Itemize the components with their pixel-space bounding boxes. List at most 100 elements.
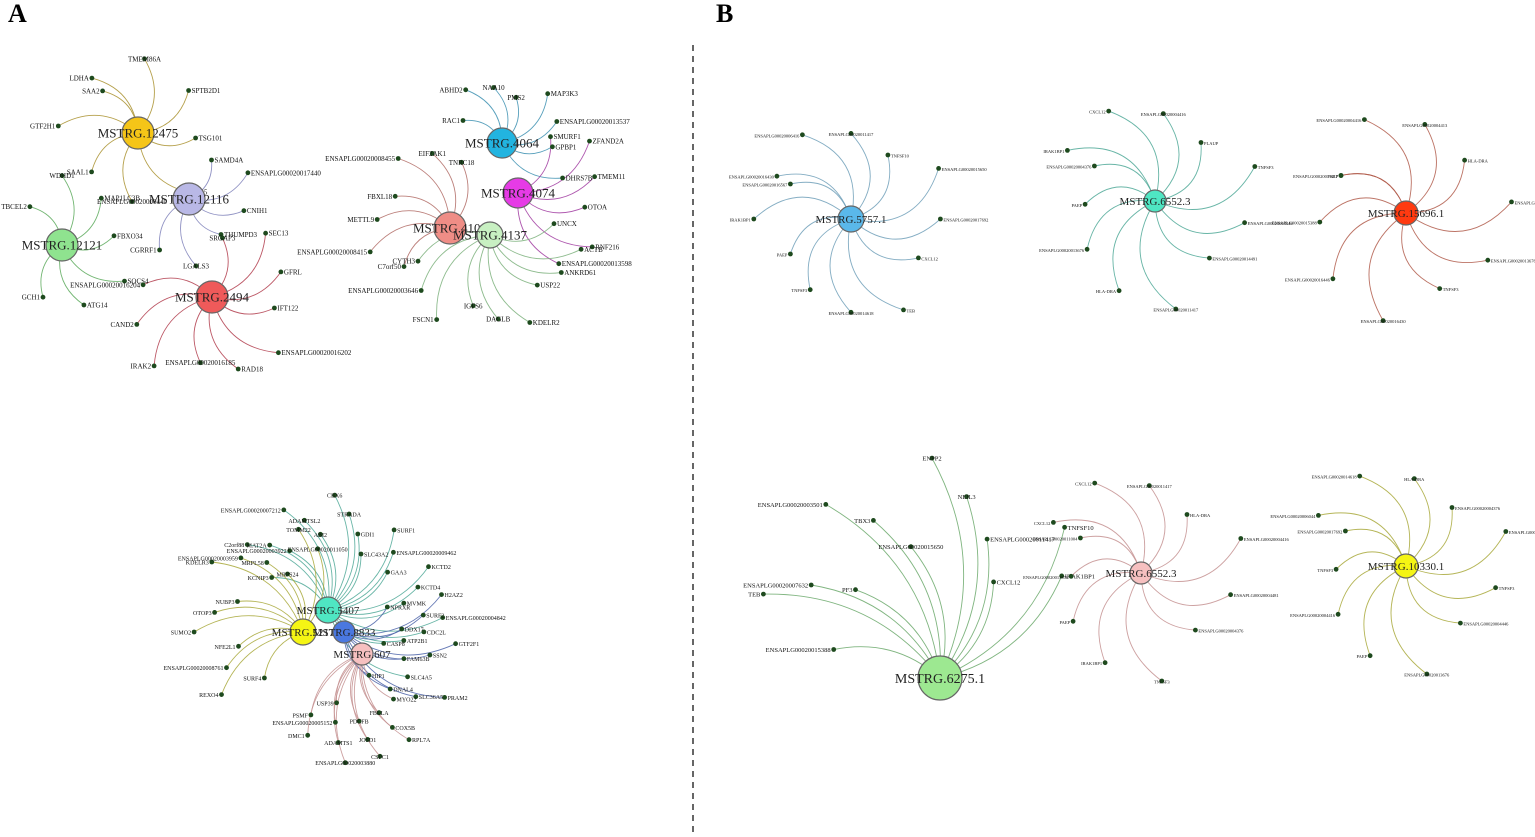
gene-label: PF3: [842, 587, 852, 594]
gene-node: [236, 643, 241, 649]
gene-label: SURF4: [243, 677, 261, 683]
gene-node: [1102, 660, 1108, 666]
lncrna-hub-label: MSTRG.4064: [465, 136, 540, 151]
gene-label: UNCX: [557, 220, 577, 228]
network-edge: [487, 234, 531, 323]
gene-label: KDELR2: [533, 319, 560, 327]
gene-label: KCTD2: [432, 565, 451, 571]
gene-node: [224, 665, 229, 671]
lncrna-hub-node: [917, 655, 963, 701]
network-edge: [343, 594, 442, 635]
gene-label: IRAK2: [130, 362, 151, 370]
gene-node: [418, 288, 424, 293]
gene-label: PAEP: [1357, 654, 1368, 659]
network-edge: [1318, 512, 1407, 567]
gene-label: ENSAPLG00020011417: [829, 132, 875, 137]
gene-node: [901, 307, 906, 313]
gene-label: SLC36A5: [419, 695, 443, 701]
gene-label: JOSD1: [359, 738, 376, 744]
gene-node: [1062, 524, 1067, 530]
gene-label: PDCFB: [350, 720, 369, 726]
gene-node: [391, 527, 397, 533]
gene-node: [191, 629, 197, 635]
gene-label: C2orf88: [224, 542, 244, 549]
gene-label: ENSAPLG00020011417: [1153, 308, 1199, 313]
gene-label: RPL7A: [412, 738, 431, 744]
gene-node: [399, 626, 405, 632]
gene-label: ENSAPLG00020005152: [272, 721, 332, 727]
network-edge: [1053, 519, 1142, 574]
network-edge: [327, 609, 443, 632]
gene-label: HLA-DRA: [1468, 159, 1489, 164]
network-edge: [1098, 572, 1142, 663]
gene-node: [262, 675, 267, 681]
gene-node: [333, 719, 338, 725]
lncrna-hub-label: MSTRG.2494: [175, 290, 250, 305]
network-edge: [829, 218, 852, 313]
gene-label: TNFSF10: [891, 154, 910, 159]
gene-node: [1059, 573, 1065, 579]
network-edge: [1359, 475, 1411, 567]
gene-node: [220, 235, 225, 241]
gene-node: [401, 600, 407, 606]
gene-node: [1228, 592, 1233, 598]
gene-label: TMEM11: [598, 173, 626, 181]
lncrna-hub-node: [433, 211, 467, 245]
gene-label: IFT122: [277, 305, 299, 313]
gene-label: ENSAPLG00020004416: [1244, 537, 1290, 542]
network-edge: [1125, 572, 1163, 682]
gene-label: ENSAPLG00020006044: [1270, 514, 1316, 519]
gene-label: TEB: [748, 592, 761, 599]
gene-node: [405, 674, 410, 680]
gene-label: ENSAPLG00020017692: [943, 218, 988, 223]
gene-label: ANKRD61: [564, 269, 596, 277]
gene-node: [964, 494, 969, 499]
gene-node: [556, 261, 562, 267]
gene-label: LGALS3: [183, 262, 210, 270]
gene-node: [366, 672, 372, 678]
gene-node: [209, 559, 215, 565]
gene-label: DAGLB: [486, 316, 510, 324]
gene-node: [346, 511, 352, 517]
gene-node: [1146, 483, 1152, 488]
gene-label: COX5B: [395, 726, 415, 732]
gene-label: ENSAPLG00020016567: [742, 183, 788, 188]
gene-label: SOCS4: [128, 278, 150, 286]
gene-label: ENSAPLG00020013676: [1039, 248, 1085, 253]
gene-label: IGFS6: [464, 302, 483, 310]
gene-node: [59, 173, 65, 179]
gene-node: [908, 544, 914, 550]
gene-label: TBCEL2: [1, 203, 27, 211]
gene-label: HLA-DRA: [1404, 477, 1425, 482]
gene-label: USP22: [540, 282, 560, 290]
gene-label: ENSAPLG00020014491: [1212, 257, 1257, 262]
lncrna-hub-label: MSTRG.5217: [272, 627, 335, 639]
gene-node: [551, 221, 557, 227]
gene-label: CXCL12: [1075, 482, 1092, 487]
gene-node: [442, 695, 447, 700]
network-edge: [1154, 166, 1256, 210]
gene-node: [129, 199, 135, 205]
gene-node: [421, 629, 427, 635]
gene-label: HLA-DRA: [1190, 513, 1211, 518]
gene-node: [439, 592, 444, 597]
gene-node: [463, 87, 469, 93]
gene-label: ENSAPLG00020004376: [1455, 506, 1501, 511]
gene-label: ENSAPLG00020004416: [1316, 118, 1362, 123]
gene-label: SEC13: [269, 230, 289, 238]
gene-label: PMS2: [507, 94, 525, 102]
gene-node: [384, 604, 390, 610]
gene-label: IRAK1BP1: [1043, 149, 1064, 154]
gene-node: [305, 732, 311, 738]
gene-label: CDC2L: [427, 630, 446, 636]
network-edge: [939, 527, 1066, 679]
gene-node: [831, 647, 837, 652]
gene-label: ENSAPLG00020004376: [1198, 629, 1244, 634]
gene-node: [582, 204, 588, 210]
lncrna-hub-node: [172, 182, 206, 216]
lncrna-hub-label: MSTRG.4074: [481, 186, 556, 201]
gene-node: [376, 710, 382, 716]
gene-label: ENSAPLG00020004416: [1141, 112, 1187, 117]
lncrna-hub-node: [350, 642, 374, 666]
